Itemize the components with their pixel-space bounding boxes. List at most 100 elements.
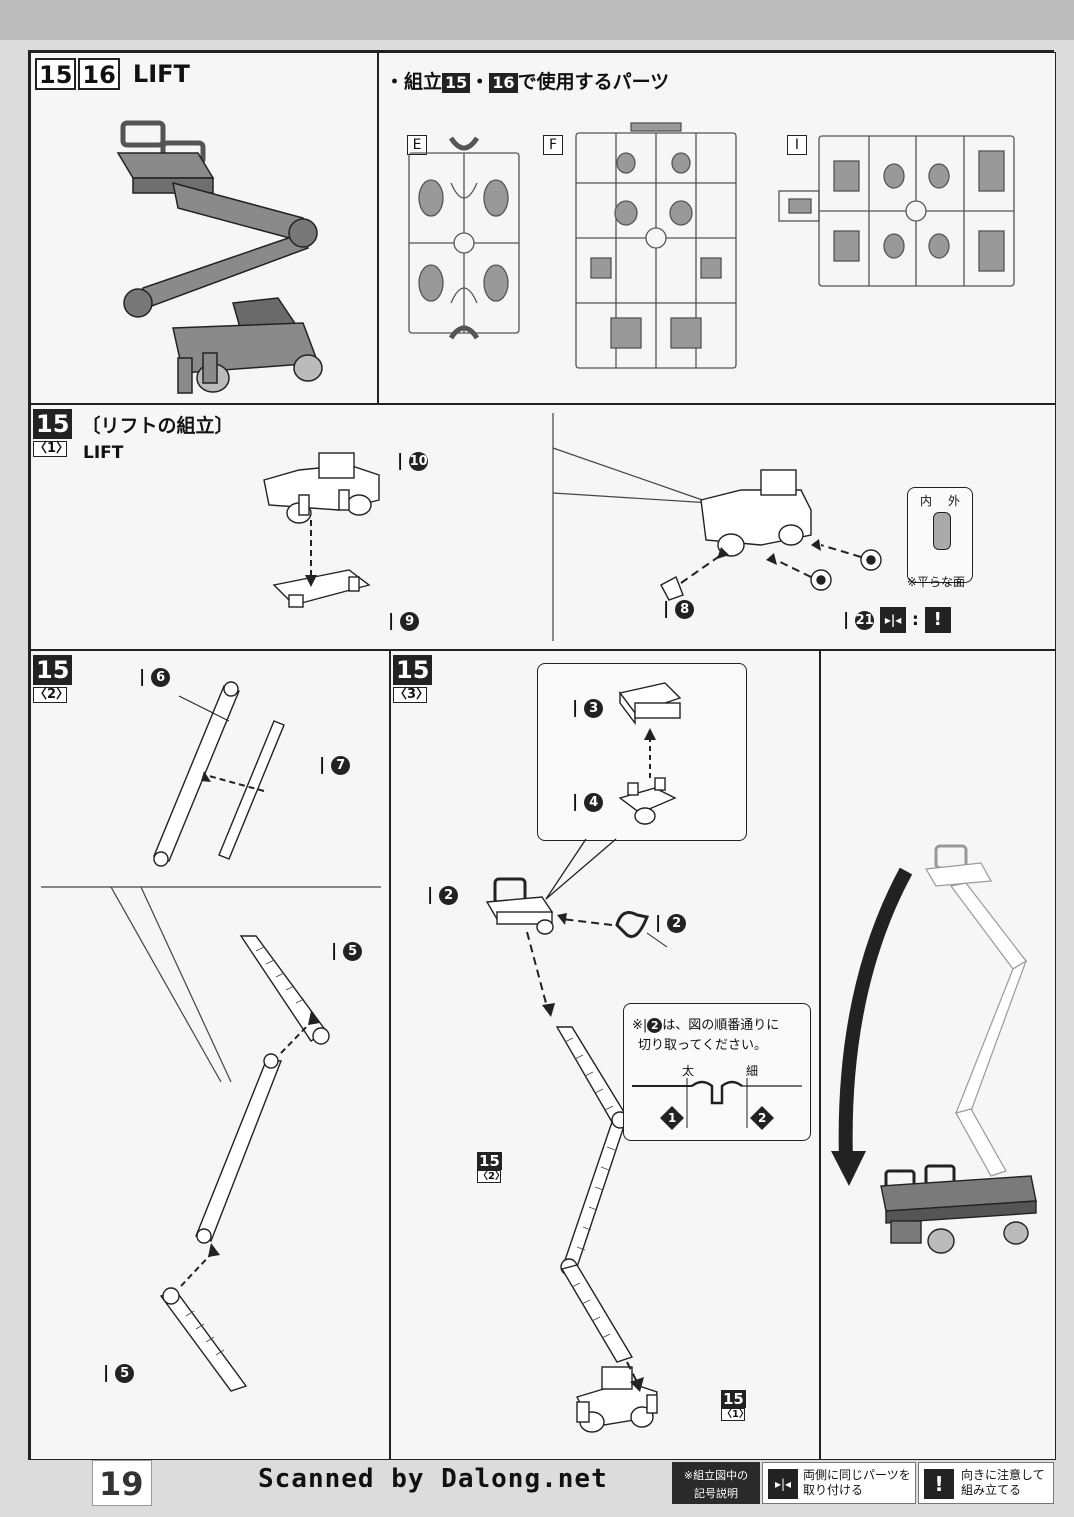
- legend-title: ※組立図中の 記号説明: [672, 1462, 760, 1504]
- note-part-number: 2: [647, 1018, 663, 1033]
- part-label-i21: | 21 ▸|◂ : !: [843, 607, 951, 633]
- parts-heading-mid: ・: [470, 71, 490, 93]
- outrigger: [202, 352, 218, 384]
- caution-icon: !: [924, 1469, 954, 1499]
- part-label-i9: | 9: [388, 611, 420, 631]
- part-label-i5-top: | 5: [331, 941, 363, 961]
- part-number-7: 7: [331, 755, 351, 775]
- step-title-jp: 〔リフトの組立〕: [81, 415, 234, 437]
- step-number-15: 15: [35, 58, 77, 90]
- callout-pointer: [545, 838, 617, 900]
- part-label-i5-bottom: | 5: [103, 1363, 135, 1383]
- lower-arm: [131, 232, 309, 315]
- lift-completed-illustration: [116, 120, 323, 394]
- part-number-4: 4: [584, 792, 604, 812]
- outrigger: [177, 357, 193, 394]
- runner-label-f: F: [543, 135, 563, 155]
- part-number-8: 8: [675, 599, 695, 619]
- arm-halves-illustration: [153, 681, 285, 867]
- step-number-16: 16: [78, 58, 120, 90]
- upper-arm: [172, 181, 309, 245]
- legend-both-text-2: 取り付ける: [803, 1483, 864, 1497]
- legend-colon: :: [911, 610, 919, 630]
- order-2: 2: [758, 1111, 767, 1125]
- lift-basket: [116, 152, 215, 179]
- ref-step-number: 15: [477, 1152, 502, 1170]
- arm-joint: [288, 218, 318, 248]
- part-label-i4: | 4: [572, 792, 604, 812]
- wheel-assembly-illustration: [660, 469, 882, 601]
- flat-face-note: ※平らな面: [907, 575, 966, 589]
- panel-lift-folded: [820, 650, 1056, 1460]
- order-1: 1: [668, 1111, 677, 1125]
- ref-step-15-1: 15 〈1〉: [721, 1389, 749, 1421]
- part-number-5: 5: [115, 1363, 135, 1383]
- part-number-2: 2: [439, 885, 459, 905]
- part-number-6: 6: [151, 667, 171, 687]
- note-mark: ※: [632, 1018, 643, 1033]
- inner-label: 内: [920, 494, 933, 508]
- legend-caution-text-2: 組み立てる: [961, 1483, 1022, 1497]
- runner-label-i: I: [787, 135, 807, 155]
- runner-i-illustration: [778, 135, 1015, 287]
- part-number-3: 3: [584, 698, 604, 718]
- panel-step-15-3: 15 〈3〉 | 3 | 4 | 2 | 2: [390, 650, 820, 1460]
- part-number-5: 5: [343, 941, 363, 961]
- thin-label: 細: [746, 1064, 759, 1078]
- ref-substep: 〈2〉: [477, 1170, 505, 1183]
- legend-both-text-1: 両側に同じパーツを: [803, 1468, 911, 1482]
- ref-substep: 〈1〉: [721, 1408, 749, 1421]
- legend-caution-text-1: 向きに注意して: [961, 1468, 1045, 1482]
- cutting-order-diagram: [632, 1078, 802, 1130]
- parts-step-16: 16: [489, 73, 518, 93]
- parts-step-15: 15: [442, 73, 471, 93]
- detail-cone-lines: [41, 886, 381, 1083]
- part-number-21: 21: [855, 610, 875, 630]
- basket-rail: [120, 120, 166, 148]
- lift-final-assembly-illustration: [485, 877, 668, 1433]
- outer-label: 外: [948, 494, 961, 508]
- runner-label-e: E: [407, 135, 427, 155]
- runner-f-illustration: [575, 122, 737, 369]
- step-heading-15-1: 15 〔リフトの組立〕 〈1〉: [33, 409, 234, 457]
- substep-2: 〈2〉: [33, 687, 70, 703]
- scan-border-top: [0, 0, 1074, 40]
- scan-credit: Scanned by Dalong.net: [258, 1464, 608, 1494]
- part-label-i6: | 6: [139, 667, 171, 687]
- part-number-10: 10: [409, 451, 429, 471]
- step-heading-15-2: 15 〈2〉: [33, 655, 73, 703]
- basket-detail-callout: | 3 | 4: [537, 663, 747, 841]
- legend-title-line-2: 記号説明: [694, 1487, 738, 1500]
- part-number-9: 9: [400, 611, 420, 631]
- panel-step-15-1: 15 〔リフトの組立〕 〈1〉 LIFT | 10 | 9: [30, 404, 1056, 650]
- note-line-2: 切り取ってください。: [638, 1038, 767, 1053]
- step-title-en: LIFT: [83, 443, 124, 463]
- thick-label: 太: [682, 1064, 695, 1078]
- legend-both-sides: ▸|◂ 両側に同じパーツを 取り付ける: [762, 1462, 916, 1504]
- substep-3: 〈3〉: [393, 687, 430, 703]
- detail-divider-lines: [552, 413, 712, 641]
- wheel-cross-section: [933, 512, 951, 550]
- both-sides-icon: ▸|◂: [768, 1469, 798, 1499]
- legend-title-line-1: ※組立図中の: [683, 1469, 749, 1482]
- step-number-15: 15: [393, 655, 433, 685]
- part-label-i8: | 8: [663, 599, 695, 619]
- lift-title: LIFT: [132, 60, 190, 88]
- part-label-i10: | 10: [397, 451, 429, 471]
- legend-caution: ! 向きに注意して 組み立てる: [918, 1462, 1054, 1504]
- page-number-box: 19: [92, 1460, 152, 1506]
- page-number: 19: [99, 1465, 144, 1503]
- part-number-2: 2: [667, 913, 687, 933]
- part-label-i2-left: | 2: [427, 885, 459, 905]
- both-sides-icon: ▸|◂: [880, 607, 907, 633]
- runner-e-illustration: [408, 136, 520, 340]
- caution-icon: !: [924, 607, 951, 633]
- basket-detail-illustration: [618, 682, 682, 825]
- arm-sections-illustration: [159, 935, 330, 1392]
- panel-step-15-2: 15 〈2〉 | 6 | 7 | 5 | 5: [30, 650, 390, 1460]
- inner-outer-inset: 内 外: [907, 487, 973, 583]
